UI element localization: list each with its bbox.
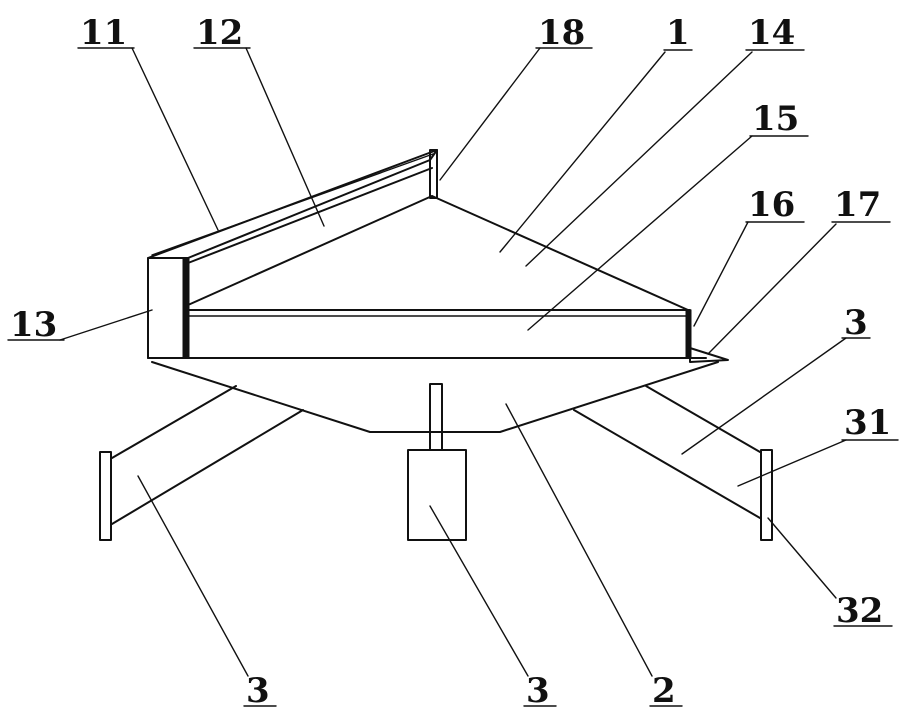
roof-right-edge	[431, 195, 689, 311]
left-column-edge	[182, 257, 190, 359]
top-post-rect	[429, 149, 438, 199]
left-column-rect	[147, 257, 189, 359]
roof-body	[187, 195, 689, 311]
motor-body	[407, 449, 467, 541]
roof-left-edge	[187, 195, 433, 306]
right-flange	[760, 449, 773, 541]
hopper-outline	[151, 361, 719, 433]
label-3-left: 3	[246, 671, 270, 711]
leader-32	[767, 517, 837, 599]
label-16: 16	[748, 185, 795, 225]
label-12: 12	[196, 13, 243, 53]
label-13: 13	[10, 305, 57, 345]
leader-18	[439, 47, 541, 181]
center-motor	[407, 383, 467, 541]
leader-31	[737, 439, 847, 487]
panel-under-line	[187, 167, 433, 264]
left-column	[147, 257, 190, 359]
leader-3-left	[137, 475, 249, 677]
right-pipe	[573, 385, 773, 541]
labels: 11 12 18 1 14 15 16 17 13 3 31 32 3 3 2	[7, 13, 899, 711]
leader-1	[499, 51, 666, 253]
leader-15	[527, 135, 753, 331]
leader-lines	[59, 47, 847, 677]
label-32: 32	[836, 591, 883, 631]
spout	[689, 347, 729, 363]
leader-13	[59, 309, 153, 341]
box-right-edge	[685, 309, 692, 359]
left-flange	[99, 451, 112, 541]
leader-12	[245, 47, 325, 227]
label-14: 14	[748, 13, 795, 53]
spout-shape	[689, 347, 729, 363]
leader-17	[707, 223, 837, 355]
leader-11	[131, 47, 219, 231]
left-pipe-lower	[111, 409, 304, 525]
leader-14	[525, 51, 753, 267]
left-pipe-upper	[111, 385, 237, 459]
label-15: 15	[752, 99, 799, 139]
leader-2	[505, 403, 653, 677]
leader-16	[693, 221, 749, 327]
label-2: 2	[652, 671, 676, 711]
leader-3-center	[429, 505, 529, 677]
label-18: 18	[538, 13, 585, 53]
label-11: 11	[80, 13, 127, 53]
top-post	[429, 149, 438, 199]
right-pipe-lower	[573, 409, 761, 519]
label-3-right: 3	[844, 303, 868, 343]
leader-3-right	[681, 337, 847, 455]
lower-hopper	[151, 361, 719, 433]
sloped-panel	[147, 149, 438, 264]
label-3-center: 3	[526, 671, 550, 711]
main-box	[147, 309, 707, 359]
motor-shaft	[429, 383, 443, 451]
right-pipe-upper	[645, 385, 761, 453]
left-pipe	[99, 385, 304, 541]
label-1: 1	[666, 13, 690, 53]
label-31: 31	[844, 403, 891, 443]
panel-inner-line	[151, 153, 434, 256]
label-17: 17	[834, 185, 881, 225]
